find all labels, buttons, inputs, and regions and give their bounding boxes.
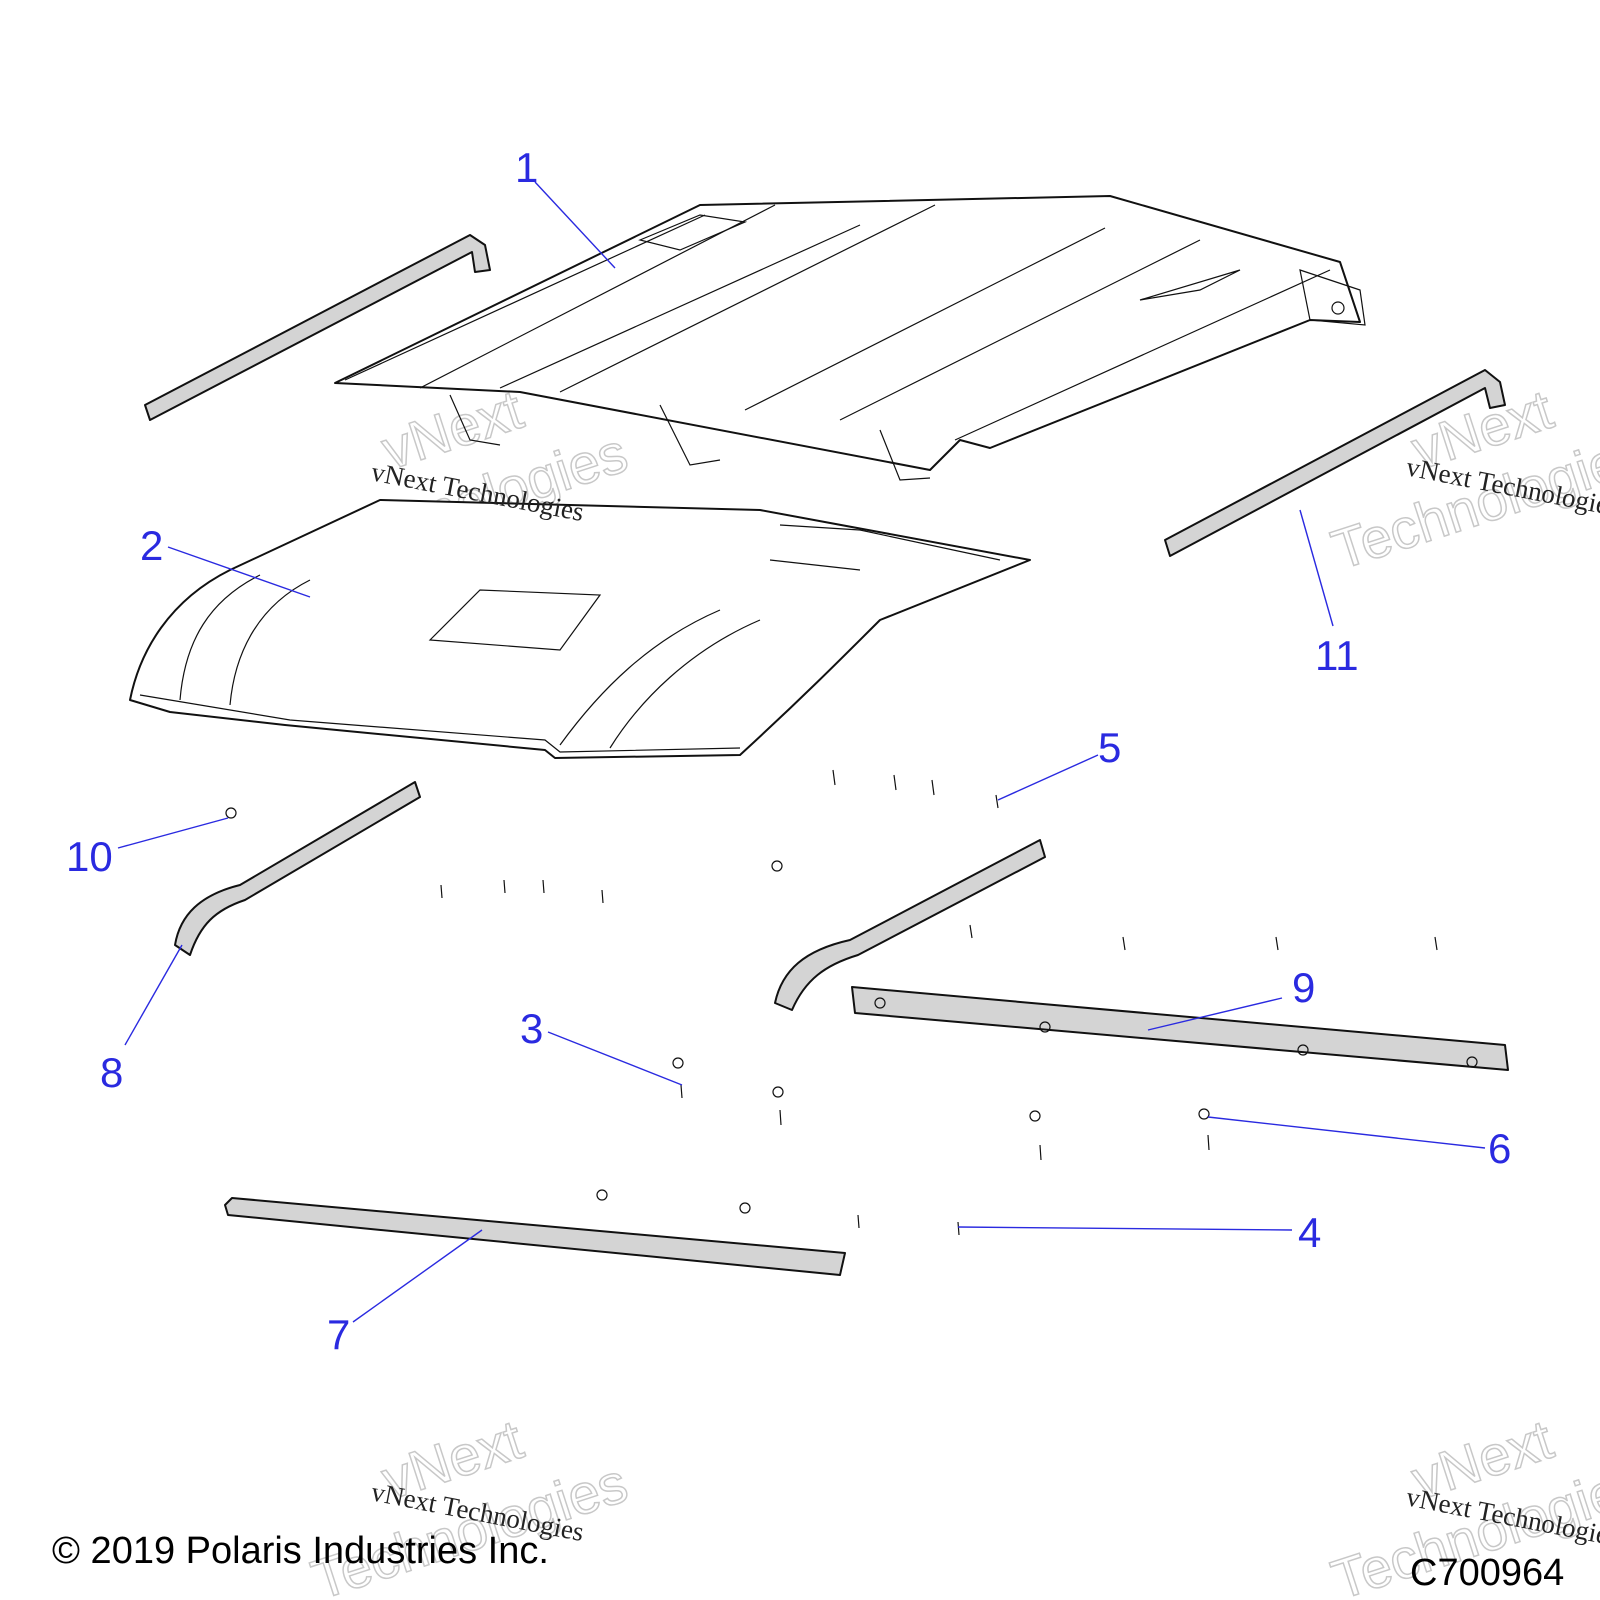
- callout-2: 2: [140, 522, 163, 569]
- diagram-code: C700964: [1410, 1552, 1565, 1594]
- part-11-side-trim-left: [144, 234, 491, 421]
- callout-4: 4: [1298, 1209, 1321, 1256]
- part-7-rear-bar: [224, 1197, 846, 1276]
- part-9-cross-bar: [851, 986, 1509, 1071]
- part-1-roof-top-panel: [334, 195, 1366, 481]
- callout-1: 1: [515, 144, 538, 191]
- leader-lines: [117, 181, 1486, 1323]
- part-2-roof-liner: [129, 499, 1031, 759]
- callout-8: 8: [100, 1049, 123, 1096]
- part-8-front-trim-left: [174, 781, 421, 956]
- callout-6: 6: [1488, 1125, 1511, 1172]
- fasteners: [225, 769, 1438, 1236]
- callout-5: 5: [1098, 724, 1121, 771]
- callout-3: 3: [520, 1005, 543, 1052]
- part-11-side-trim-right: [1164, 369, 1506, 557]
- callout-7: 7: [327, 1311, 350, 1358]
- callout-9: 9: [1292, 964, 1315, 1011]
- callout-11: 11: [1315, 632, 1359, 679]
- part-8-front-trim-right: [774, 839, 1046, 1011]
- copyright-text: © 2019 Polaris Industries Inc.: [52, 1530, 549, 1572]
- callout-10: 10: [66, 833, 113, 880]
